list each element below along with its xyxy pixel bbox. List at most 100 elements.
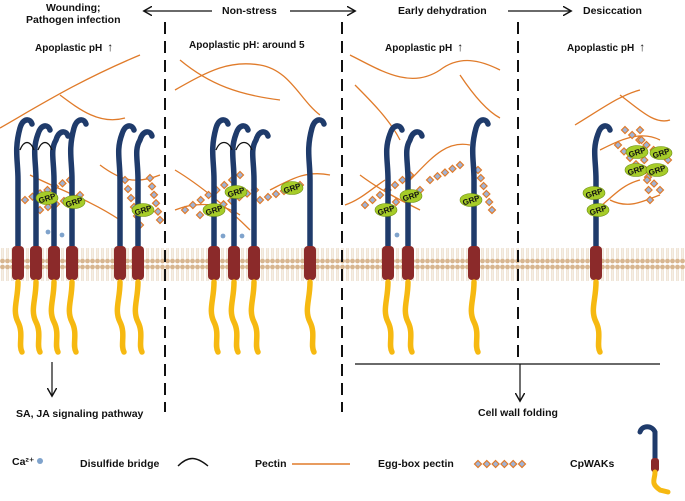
egg-box-unit bbox=[20, 195, 30, 205]
outcome-cell-wall-folding: Cell wall folding bbox=[478, 407, 558, 419]
egg-box-unit bbox=[398, 175, 407, 185]
state-early-dehydration: Early dehydration bbox=[398, 5, 487, 17]
apoplastic-ph-panel1: Apoplastic pH↑ bbox=[35, 40, 114, 54]
egg-box-unit bbox=[368, 195, 377, 205]
egg-box-unit bbox=[508, 459, 518, 469]
grp-protein: GRP bbox=[625, 145, 649, 159]
grp-protein: GRP bbox=[374, 203, 398, 217]
egg-box-unit bbox=[425, 175, 435, 185]
cpwak-protein bbox=[468, 117, 491, 355]
egg-box-unit bbox=[188, 200, 198, 210]
egg-box-unit bbox=[43, 202, 53, 212]
egg-box-unit bbox=[147, 182, 157, 191]
egg-box-unit bbox=[360, 200, 370, 210]
egg-box-unit bbox=[235, 170, 245, 180]
legend-calcium-icon bbox=[37, 458, 43, 464]
cpwak-protein bbox=[208, 117, 231, 355]
egg-box-unit bbox=[482, 459, 492, 469]
egg-box-unit bbox=[149, 190, 159, 200]
egg-box-unit bbox=[500, 459, 509, 469]
state-wounding: Wounding; Pathogen infection bbox=[26, 2, 121, 26]
grp-protein: GRP bbox=[35, 191, 59, 205]
apoplastic-ph-panel4: Apoplastic pH↑ bbox=[567, 40, 646, 54]
apoplastic-ph-panel3: Apoplastic pH↑ bbox=[385, 40, 464, 54]
egg-box-unit bbox=[196, 195, 206, 205]
egg-box-unit bbox=[375, 190, 385, 200]
ph-up-arrow-icon: ↑ bbox=[639, 40, 646, 54]
disulfide-bridge bbox=[37, 141, 53, 151]
grp-protein: GRP bbox=[399, 189, 423, 203]
egg-box-unit bbox=[390, 180, 400, 190]
legend-cpwak-icon bbox=[637, 424, 658, 463]
egg-box-unit bbox=[433, 171, 442, 181]
egg-box-unit bbox=[476, 173, 486, 183]
cpwak-protein bbox=[590, 123, 613, 355]
egg-box-unit bbox=[153, 207, 163, 216]
egg-box-unit bbox=[517, 459, 527, 469]
egg-box-unit bbox=[58, 178, 67, 188]
egg-box-unit bbox=[639, 155, 649, 165]
egg-box-unit bbox=[126, 193, 136, 203]
egg-box-unit bbox=[155, 215, 165, 225]
egg-box-unit bbox=[491, 459, 500, 469]
legend-calcium-label: Ca²⁺ bbox=[12, 456, 35, 468]
egg-box-unit bbox=[644, 185, 653, 195]
egg-box-unit bbox=[123, 184, 133, 194]
egg-box-unit bbox=[263, 192, 273, 202]
egg-box-unit bbox=[145, 173, 155, 183]
cpwak-proteins bbox=[12, 117, 613, 355]
legend-disulfide-label: Disulfide bridge bbox=[80, 458, 160, 470]
egg-box-unit bbox=[255, 195, 265, 205]
cpwak-protein bbox=[228, 123, 251, 355]
grp-protein: GRP bbox=[224, 185, 248, 199]
grp-protein: GRP bbox=[459, 193, 483, 207]
cpwak-protein bbox=[304, 117, 327, 355]
grp-protein: GRP bbox=[131, 203, 155, 217]
egg-box-unit bbox=[195, 210, 205, 220]
grp-protein: GRP bbox=[649, 146, 673, 160]
cpwak-protein bbox=[402, 129, 425, 355]
egg-box-unit bbox=[440, 168, 450, 177]
legend-pectin-label: Pectin bbox=[255, 458, 287, 470]
grp-protein: GRP bbox=[582, 186, 606, 200]
egg-box-unit bbox=[635, 125, 645, 135]
cpwak-protein bbox=[114, 123, 137, 355]
outcome-arrows bbox=[52, 362, 660, 400]
cpwak-protein bbox=[48, 129, 71, 355]
egg-box-unit bbox=[482, 189, 491, 199]
disulfide-bridge bbox=[215, 141, 233, 151]
egg-box-unit bbox=[627, 130, 637, 140]
cpwak-protein bbox=[30, 123, 53, 355]
egg-box-unit bbox=[391, 197, 401, 207]
egg-box-unit bbox=[484, 197, 494, 207]
egg-box-unit bbox=[219, 180, 229, 190]
egg-box-unit bbox=[642, 175, 652, 185]
cpwak-protein bbox=[382, 123, 405, 355]
egg-box-unit bbox=[479, 181, 488, 191]
egg-box-unit bbox=[655, 185, 665, 195]
ph-up-arrow-icon: ↑ bbox=[107, 40, 114, 54]
legend-eggbox-icon bbox=[473, 459, 527, 469]
legend-disulfide-icon bbox=[177, 457, 209, 467]
legend-graphics bbox=[37, 424, 671, 495]
apoplastic-ph-panel2: Apoplastic pH: around 5 bbox=[189, 40, 305, 51]
legend-cpwaks-label: CpWAKs bbox=[570, 458, 615, 470]
panel-dividers bbox=[164, 22, 519, 412]
disulfide-bridge bbox=[235, 141, 253, 151]
grp-protein: GRP bbox=[280, 181, 304, 195]
egg-box-unit bbox=[271, 189, 281, 199]
egg-box-unit bbox=[645, 195, 655, 205]
egg-box-unit bbox=[204, 190, 213, 200]
grp-protein: GRP bbox=[586, 203, 610, 217]
legend-eggbox-label: Egg-box pectin bbox=[378, 458, 454, 470]
egg-box-unit bbox=[151, 198, 161, 208]
calcium-ions bbox=[45, 229, 400, 239]
grp-protein: GRP bbox=[62, 195, 86, 209]
state-non-stress: Non-stress bbox=[222, 5, 277, 17]
pectin-strands bbox=[0, 54, 671, 231]
egg-box-unit bbox=[473, 459, 483, 469]
egg-box-unit bbox=[637, 135, 646, 145]
